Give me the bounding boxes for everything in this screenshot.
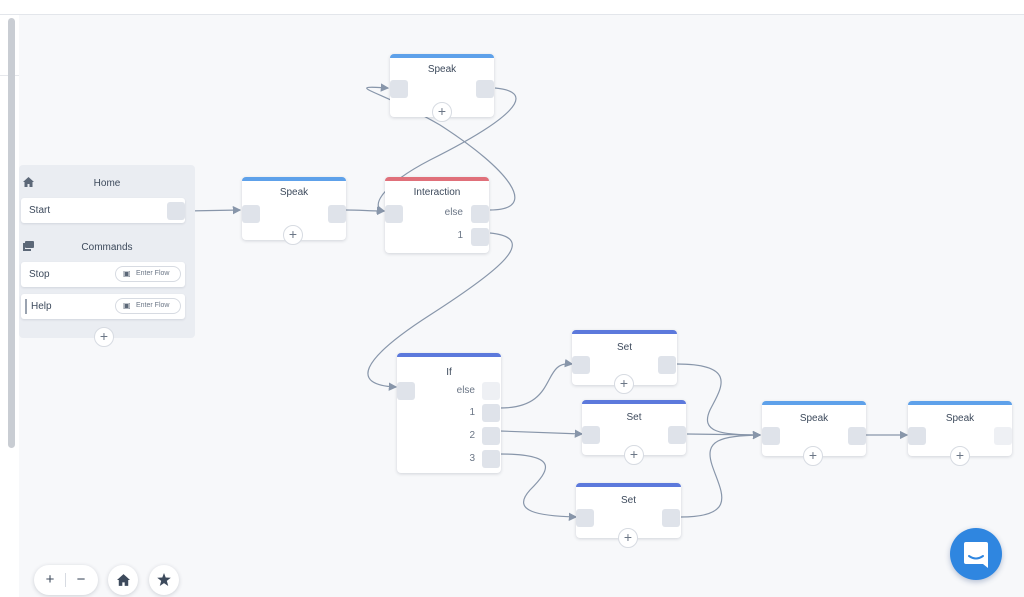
commands-title: Commands <box>81 242 133 253</box>
add-command-button[interactable]: + <box>94 327 114 347</box>
input-port[interactable] <box>572 356 590 374</box>
node-title: Speak <box>279 187 309 198</box>
node-title: Set <box>616 342 632 353</box>
port-label-else: else <box>444 207 463 218</box>
node-title: Set <box>626 412 642 423</box>
zoom-in-button[interactable]: + <box>45 571 55 588</box>
vertical-scrollbar[interactable] <box>8 18 15 448</box>
output-port[interactable] <box>848 427 866 445</box>
output-port[interactable] <box>668 426 686 444</box>
input-port[interactable] <box>582 426 600 444</box>
output-port-1[interactable] <box>471 228 489 246</box>
add-step-button[interactable]: + <box>803 446 823 466</box>
start-label: Start <box>29 205 51 216</box>
add-step-button[interactable]: + <box>624 445 644 465</box>
port-label-1: 1 <box>469 407 475 418</box>
node-title: Set <box>620 495 636 506</box>
port-label-3: 3 <box>469 453 475 464</box>
if-node[interactable]: If else 1 2 3 <box>397 353 501 473</box>
add-step-button[interactable]: + <box>950 446 970 466</box>
output-port-1[interactable] <box>482 404 500 422</box>
node-title: Speak <box>945 413 975 424</box>
zoom-divider <box>65 573 66 587</box>
set-node-2[interactable]: Set + <box>582 400 686 465</box>
chat-icon <box>964 542 988 568</box>
node-title: Speak <box>427 64 457 75</box>
favorite-button[interactable] <box>149 565 179 595</box>
input-port[interactable] <box>908 427 926 445</box>
add-step-button[interactable]: + <box>618 528 638 548</box>
home-icon <box>23 177 34 187</box>
port-label-else: else <box>456 385 475 396</box>
node-title: Speak <box>799 413 829 424</box>
output-port[interactable] <box>658 356 676 374</box>
command-label: Help <box>31 301 52 312</box>
add-step-button[interactable]: + <box>432 102 452 122</box>
home-title: Home <box>93 178 121 189</box>
port-label-2: 2 <box>469 430 475 441</box>
output-port[interactable] <box>994 427 1012 445</box>
speak-node-top[interactable]: Speak + <box>390 54 494 122</box>
flow-icon: ▣ <box>123 269 131 278</box>
speak-node-2[interactable]: Speak + <box>762 401 866 466</box>
node-title: Interaction <box>413 187 461 198</box>
start-output-port[interactable] <box>167 202 185 220</box>
star-icon <box>157 573 171 586</box>
input-port[interactable] <box>385 205 403 223</box>
command-label: Stop <box>29 269 50 280</box>
input-port[interactable] <box>390 80 408 98</box>
input-port[interactable] <box>762 427 780 445</box>
output-port-2[interactable] <box>482 427 500 445</box>
output-port-else[interactable] <box>471 205 489 223</box>
command-row-stop[interactable]: Stop ▣ Enter Flow <box>21 262 185 287</box>
zoom-out-button[interactable]: − <box>76 571 86 588</box>
top-bar <box>0 0 1024 15</box>
node-title: If <box>446 367 452 378</box>
command-row-help[interactable]: Help ▣ Enter Flow <box>21 294 185 319</box>
input-port[interactable] <box>397 382 415 400</box>
drag-handle[interactable] <box>25 299 27 314</box>
add-step-button[interactable]: + <box>614 374 634 394</box>
home-icon <box>116 574 130 586</box>
enter-flow-button[interactable]: ▣ Enter Flow <box>115 266 181 282</box>
output-port[interactable] <box>662 509 680 527</box>
output-port[interactable] <box>476 80 494 98</box>
output-port[interactable] <box>328 205 346 223</box>
set-node-1[interactable]: Set + <box>572 330 677 394</box>
input-port[interactable] <box>576 509 594 527</box>
set-node-3[interactable]: Set + <box>576 483 681 548</box>
home-block[interactable]: Home Start Commands Stop ▣ Enter Flow He… <box>19 165 195 347</box>
port-label-1: 1 <box>457 230 463 241</box>
interaction-node[interactable]: Interaction else 1 <box>385 177 489 253</box>
input-port[interactable] <box>242 205 260 223</box>
add-step-button[interactable]: + <box>283 225 303 245</box>
output-port-else[interactable] <box>482 382 500 400</box>
enter-flow-button[interactable]: ▣ Enter Flow <box>115 298 181 314</box>
output-port-3[interactable] <box>482 450 500 468</box>
zoom-controls: + − <box>34 565 98 595</box>
speak-node-3[interactable]: Speak + <box>908 401 1012 466</box>
start-row[interactable]: Start <box>21 198 185 223</box>
commands-icon <box>23 241 34 251</box>
home-button[interactable] <box>108 565 138 595</box>
flow-icon: ▣ <box>123 301 131 310</box>
chat-button[interactable] <box>950 528 1002 580</box>
speak-node-1[interactable]: Speak + <box>242 177 346 245</box>
